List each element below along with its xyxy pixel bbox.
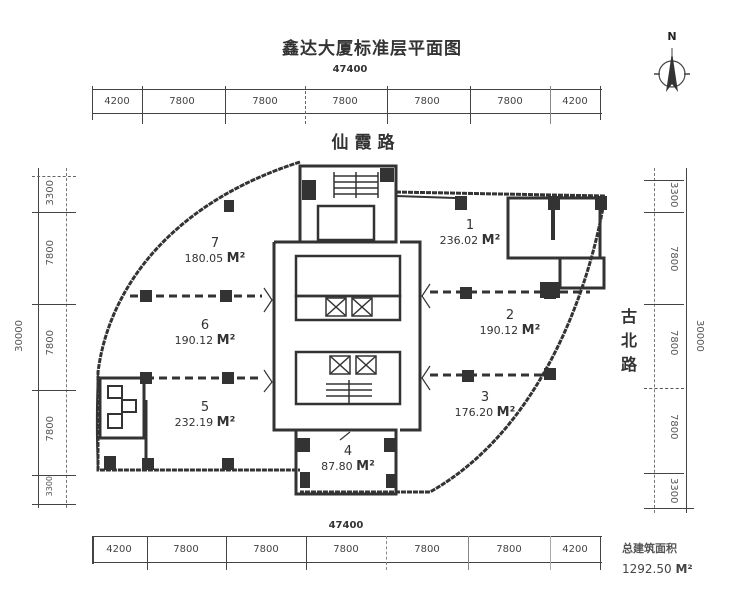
unit-area: 190.12 M² [174,333,236,348]
bottom-dim-seg: 4200 [106,544,132,555]
bottom-dim-seg: 7800 [414,544,440,555]
right-dim-seg: 7800 [668,246,679,272]
bottom-dimension-strip: 4200 7800 7800 7800 7800 7800 4200 [92,536,602,570]
top-dim-seg: 7800 [414,96,440,107]
unit-number: 3 [480,390,490,405]
unit-number: 7 [210,236,220,251]
compass-icon [654,48,690,92]
right-dim-seg: 7800 [668,330,679,356]
right-dim-seg: 3300 [668,182,679,208]
right-dim-total: 30000 [694,320,705,352]
right-dimension-strip: 3300 7800 7800 7800 3300 30000 [642,168,705,513]
unit-3: 3 176.20 M² [430,390,540,420]
road-east: 古北路 [618,308,637,380]
top-dim-seg: 7800 [497,96,523,107]
unit-area: 87.80 M² [321,459,375,474]
bottom-dim-seg: 7800 [173,544,199,555]
unit-area: 176.20 M² [454,405,516,420]
bottom-dim-seg: 4200 [562,544,588,555]
unit-5: 5 232.19 M² [150,400,260,430]
bottom-dim-seg: 7800 [253,544,279,555]
total-area-label: 总建筑面积 [622,542,677,555]
top-total-dimension: 47400 [332,64,368,75]
top-dimension-strip: 4200 7800 7800 7800 7800 7800 4200 [92,86,602,124]
bottom-dim-seg: 7800 [496,544,522,555]
unit-4: 4 87.80 M² [300,444,396,474]
unit-number: 1 [465,218,475,233]
right-dim-seg: 3300 [668,478,679,504]
north-compass: N [650,30,694,100]
top-dim-seg: 7800 [332,96,358,107]
unit-2: 2 190.12 M² [455,308,565,338]
bottom-total-dimension: 47400 [328,520,364,531]
unit-1: 1 236.02 M² [420,218,520,248]
unit-number: 5 [200,400,210,415]
unit-number: 2 [505,308,515,323]
unit-area: 236.02 M² [439,233,501,248]
unit-area: 190.12 M² [479,323,541,338]
total-area-value: 1292.50 M² [622,562,693,576]
unit-number: 6 [200,318,210,333]
top-dim-seg: 7800 [169,96,195,107]
unit-7: 7 180.05 M² [160,236,270,266]
unit-area: 180.05 M² [184,251,246,266]
top-dim-seg: 4200 [562,96,588,107]
unit-6: 6 190.12 M² [150,318,260,348]
plan-title: 鑫达大厦标准层平面图 [282,39,462,59]
left-dimension-strip: 3300 7800 7800 7800 3300 30000 [14,168,76,508]
total-area-summary: 总建筑面积 1292.50 M² [622,540,732,576]
bottom-dim-seg: 7800 [333,544,359,555]
unit-area: 232.19 M² [174,415,236,430]
top-dim-seg: 7800 [252,96,278,107]
north-label: N [667,30,677,43]
top-dim-seg: 4200 [104,96,130,107]
road-north: 仙霞路 [331,133,401,153]
unit-number: 4 [343,444,353,459]
right-dim-seg: 7800 [668,414,679,440]
